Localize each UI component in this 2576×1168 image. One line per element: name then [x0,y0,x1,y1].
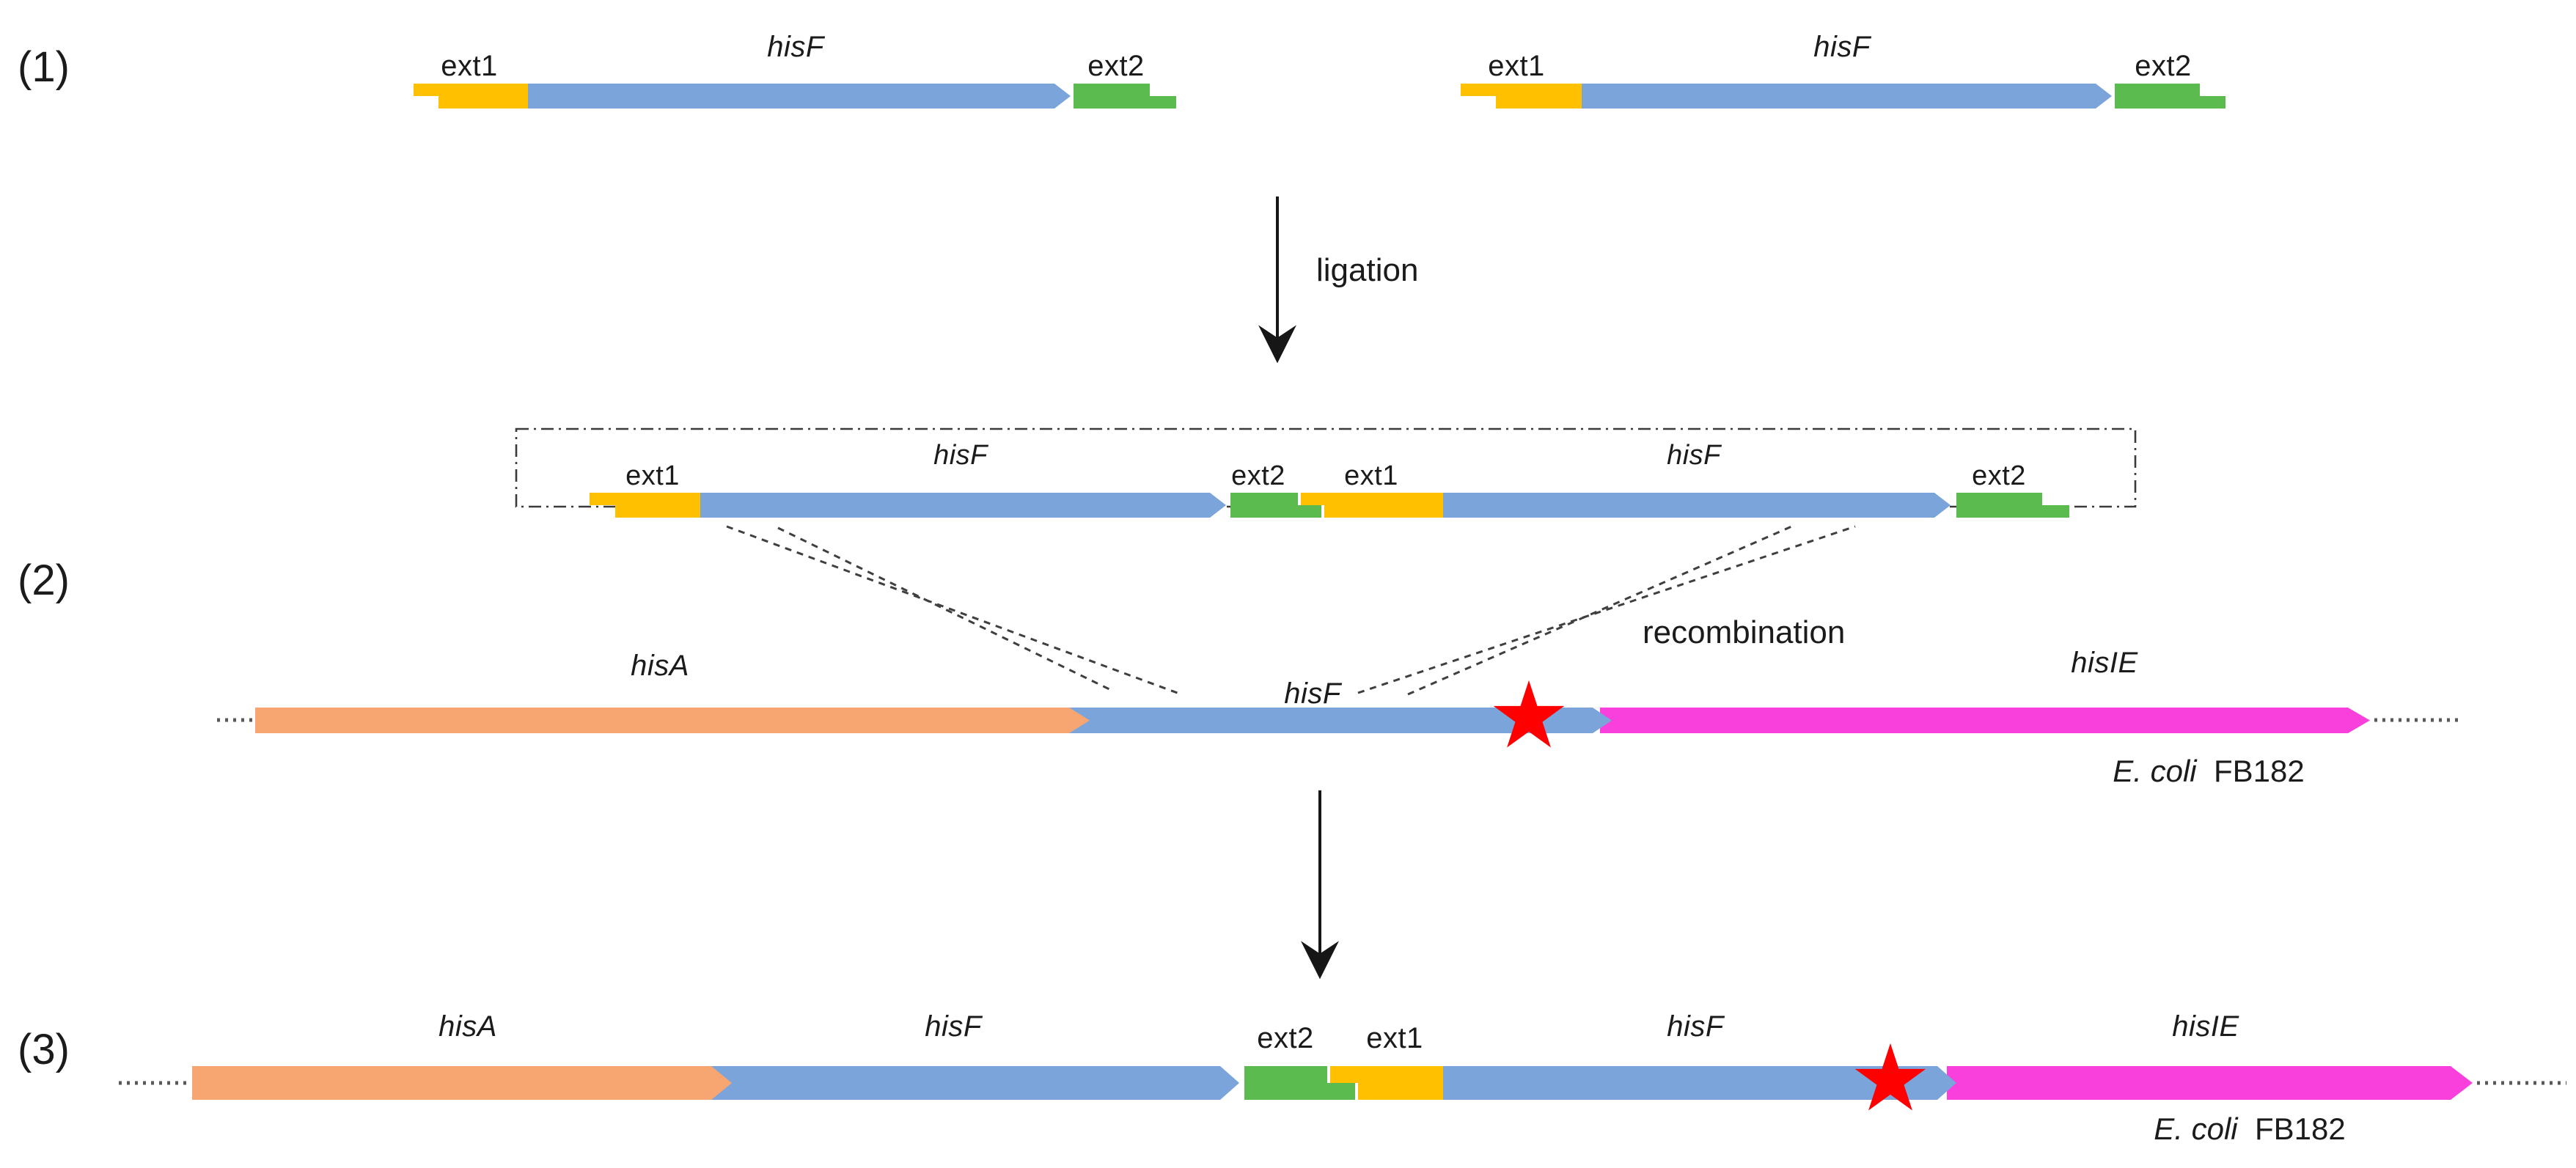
recombination-label: recombination [1643,614,1846,650]
chromosome2-hisA-label: hisA [631,650,689,682]
mutation-star-icon: ★ [1849,1026,1932,1130]
construct-ext2a-bottom-strand [1230,505,1321,518]
chromosome3-ext1-bottom-strand [1358,1083,1443,1100]
fragment1-hisF-gene-arrow [528,84,1071,109]
chromosome2-hisIE-label: hisIE [2071,647,2138,679]
step-1-label: (1) [18,43,70,91]
chromosome3-ext2-top-strand [1244,1066,1327,1083]
mutation-star-icon: ★ [1487,663,1571,767]
chromosome3-hisA-gene-arrow [192,1066,732,1100]
fragment2-ext2-bottom-strand [2115,96,2225,109]
ligation-label: ligation [1316,252,1419,288]
chromosome2-hisIE-gene-arrow [1600,708,2370,733]
fragment1-ext2-bottom-strand [1074,96,1176,109]
crossover-line-right-1 [1357,525,1856,694]
chromosome3-hisA-label: hisA [438,1010,497,1043]
strain-species-italic: E. coli [2113,754,2206,788]
fragment1-ext1-top-strand [414,84,528,96]
fragment2-ext1-top-strand [1461,84,1582,96]
crossover-line-right-2 [1407,524,1796,696]
strain-id: FB182 [2213,754,2305,788]
chromosome3-ext2-bottom-strand [1244,1083,1355,1100]
construct-hisFb-gene-arrow [1443,493,1951,518]
chromosome3-hisF1-label: hisF [925,1010,982,1043]
fragment1-ext1-bottom-strand [438,96,528,109]
fragment1-hisF-label: hisF [767,31,824,63]
construct-ext2a-top-strand [1230,493,1298,505]
chromosome3-hisIE-gene-arrow [1947,1066,2473,1100]
chromosome2-hisF-label: hisF [1284,677,1341,710]
construct-ext2b-label: ext2 [1972,460,2026,491]
fragment1-ext1-label: ext1 [441,50,498,82]
chromosome3-hisF2-gene-arrow [1443,1066,1956,1100]
fragment2-hisF-label: hisF [1813,31,1871,63]
fragment2-ext2-label: ext2 [2135,50,2192,82]
fragment2-ext1-bottom-strand [1496,96,1582,109]
fragment2-hisF-gene-arrow [1582,84,2112,109]
step-3-label: (3) [18,1026,70,1073]
construct-ext1a-bottom-strand [615,505,700,518]
chromosome2-strain-label: E. coli FB182 [2113,754,2304,789]
construct-ext1b-top-strand [1301,493,1443,505]
chromosome3-ext2-label: ext2 [1257,1022,1314,1054]
construct-ext2b-bottom-strand [1956,505,2069,518]
construct-ext1a-label: ext1 [625,460,680,491]
fragment2-ext2-top-strand [2115,84,2200,96]
construct-dashdot-box [515,427,2137,508]
crossover-line-left-1 [726,525,1182,696]
fragment1-ext2-label: ext2 [1087,50,1145,82]
construct-ext2b-top-strand [1956,493,2042,505]
construct-ext1a-top-strand [590,493,700,505]
chromosome2-hisA-gene-arrow [255,708,1090,733]
construct-ext1b-bottom-strand [1324,505,1443,518]
crossover-line-left-2 [777,526,1115,693]
fragment1-ext2-top-strand [1074,84,1150,96]
chromosome2-hisF-gene-arrow [1068,708,1612,733]
construct-hisFa-label: hisF [933,440,988,471]
construct-ext2a-label: ext2 [1231,460,1285,491]
strain-species-italic: E. coli [2154,1112,2247,1146]
step-2-label: (2) [18,557,70,604]
construct-hisFb-label: hisF [1667,440,1721,471]
fragment2-ext1-label: ext1 [1488,50,1545,82]
chromosome3-hisF1-gene-arrow [710,1066,1239,1100]
chromosome3-strain-label: E. coli FB182 [2154,1112,2345,1147]
chromosome3-ext1-label: ext1 [1366,1022,1423,1054]
chromosome3-hisF2-label: hisF [1667,1010,1724,1043]
construct-hisFa-gene-arrow [700,493,1226,518]
strain-id: FB182 [2254,1112,2346,1146]
construct-ext1b-label: ext1 [1344,460,1398,491]
chromosome3-ext1-top-strand [1330,1066,1443,1083]
chromosome3-hisIE-label: hisIE [2172,1010,2239,1043]
